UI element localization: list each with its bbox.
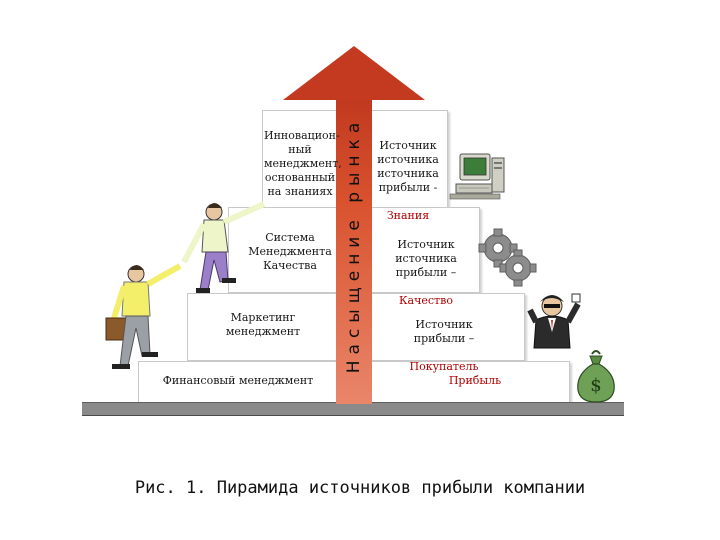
- right-level-2-label: Источник прибыли – Покупатель: [384, 304, 504, 374]
- left-level-4-label: Инновацион- ный менеджмент, основанный н…: [264, 129, 336, 199]
- gears-icon: [478, 228, 538, 286]
- businessman-icon: [526, 290, 582, 356]
- arrow-label: Насыщение рынка: [339, 85, 369, 405]
- right-level-2-highlight: Покупатель: [409, 360, 478, 373]
- right-level-1-label: Прибыль: [410, 374, 540, 388]
- right-level-4-label: Источник источника источника прибыли - З…: [374, 125, 442, 223]
- right-level-3-text: Источник источника прибыли –: [395, 238, 457, 279]
- right-level-2-text: Источник прибыли –: [414, 318, 474, 345]
- money-bag-icon: $: [572, 348, 620, 404]
- computer-icon: [450, 152, 512, 204]
- climbing-people-illustration: [96, 190, 276, 390]
- right-level-3-label: Источник источника прибыли – Качество: [378, 224, 474, 308]
- right-level-4-highlight: Знания: [387, 209, 429, 222]
- svg-text:$: $: [590, 375, 601, 396]
- right-level-4-text: Источник источника источника прибыли -: [377, 139, 439, 194]
- figure-caption: Рис. 1. Пирамида источников прибыли комп…: [0, 478, 720, 498]
